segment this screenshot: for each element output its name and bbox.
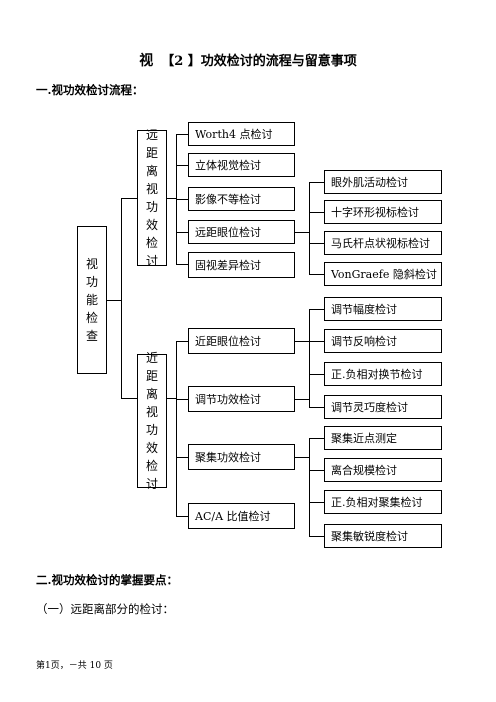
connector: [176, 134, 188, 135]
connector: [176, 165, 188, 166]
connector: [176, 199, 188, 200]
connector: [309, 309, 324, 310]
far-item: 远距眼位检讨: [188, 220, 295, 244]
connector: [309, 470, 324, 471]
near-item: 近距眼位检讨: [188, 328, 295, 354]
connector: [309, 374, 324, 375]
far-item: 立体视觉检讨: [188, 153, 295, 177]
convergence-detail: 聚集敏锐度检讨: [324, 524, 442, 548]
root-label: 视功能检查: [85, 257, 98, 343]
connector: [176, 341, 188, 342]
connector: [121, 198, 122, 398]
connector: [309, 374, 310, 407]
far-distance-label: 远距离视功效检讨: [145, 128, 158, 268]
far-item: 固视差异检讨: [188, 252, 295, 278]
connector: [309, 341, 324, 342]
convergence-detail: 离合规模检讨: [324, 458, 442, 482]
far-item: Worth4 点检讨: [188, 122, 295, 146]
connector: [176, 232, 188, 233]
connector: [309, 182, 310, 274]
eye-position-detail: 马氏杆点状视标检讨: [324, 231, 442, 255]
title-main: 【2 】功效检讨的流程与留意事项: [161, 54, 357, 69]
connector: [309, 407, 324, 408]
connector: [176, 399, 188, 400]
near-item: AC/A 比值检讨: [188, 503, 295, 529]
connector: [167, 198, 176, 199]
connector: [176, 341, 177, 516]
eye-position-detail: VonGraefe 隐斜检讨: [324, 262, 442, 286]
connector: [309, 243, 324, 244]
root-box: 视功能检查: [77, 226, 107, 374]
connector: [309, 536, 324, 537]
far-distance-box: 远距离视功效检讨: [137, 128, 167, 268]
connector: [176, 264, 188, 265]
near-item: 调节功效检讨: [188, 386, 295, 412]
connector: [121, 398, 137, 399]
accommodation-detail: 调节灵巧度检讨: [324, 395, 442, 419]
near-distance-label: 近距离视功效检讨: [145, 351, 158, 491]
page-footer: 第1页，－共 10 页: [36, 661, 113, 671]
connector: [309, 274, 324, 275]
connector: [309, 438, 324, 439]
connector: [176, 457, 188, 458]
accommodation-detail: 调节幅度检讨: [324, 297, 442, 321]
far-item: 影像不等检讨: [188, 187, 295, 211]
document-title: 视【2 】功效检讨的流程与留意事项: [0, 50, 496, 70]
connector: [309, 438, 310, 536]
section-heading-2: 二.视功效检讨的掌握要点：: [36, 573, 179, 587]
connector: [121, 198, 137, 199]
convergence-detail: 正.负相对聚集检讨: [324, 490, 442, 514]
near-distance-box: 近距离视功效检讨: [137, 351, 167, 491]
connector: [176, 516, 188, 517]
connector: [295, 457, 309, 458]
section-heading-1: 一.视功效检讨流程：: [36, 83, 144, 97]
title-prefix: 视: [139, 53, 154, 69]
subsection-heading: （一）远距离部分的检讨：: [36, 602, 174, 616]
eye-position-detail: 眼外肌活动检讨: [324, 170, 442, 194]
connector: [309, 502, 324, 503]
connector: [295, 232, 309, 233]
connector: [106, 300, 122, 301]
connector: [309, 212, 324, 213]
connector: [167, 398, 176, 399]
accommodation-detail: 正.负相对换节检讨: [324, 362, 442, 386]
near-item: 聚集功效检讨: [188, 444, 295, 470]
connector: [295, 399, 309, 400]
eye-position-detail: 十字环形视标检讨: [324, 200, 442, 224]
accommodation-detail: 调节反响检讨: [324, 329, 442, 353]
convergence-detail: 聚集近点测定: [324, 426, 442, 450]
connector: [309, 182, 324, 183]
connector: [295, 341, 309, 342]
